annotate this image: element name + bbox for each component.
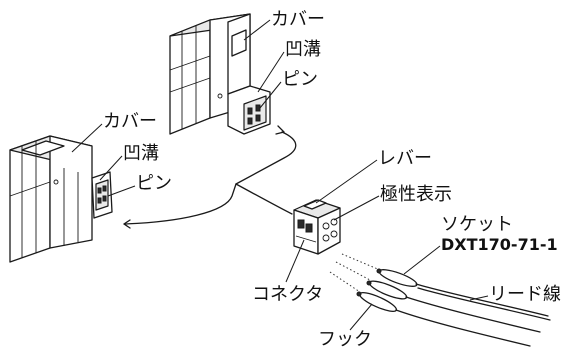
- socket-model-label: DXT170-71-1: [441, 235, 558, 254]
- left-unit: [9, 135, 113, 263]
- top-unit: [169, 13, 271, 135]
- connector: [293, 199, 341, 255]
- socket-lead-wires: [329, 253, 551, 347]
- assembly-path: [123, 125, 297, 229]
- left-cover-label: カバー: [103, 111, 157, 132]
- top-cover-label: カバー: [271, 9, 325, 30]
- lead-wire-label: リード線: [489, 284, 561, 305]
- connector-label: コネクタ: [252, 284, 323, 305]
- polarity-mark-label: 極性表示: [380, 184, 452, 205]
- top-groove-label: 凹溝: [285, 39, 321, 60]
- hook-label: フック: [318, 329, 372, 350]
- socket-label: ソケット: [441, 214, 513, 235]
- left-pin-label: ピン: [136, 173, 172, 194]
- lever-label: レバー: [378, 148, 432, 169]
- left-groove-label: 凹溝: [123, 143, 159, 164]
- top-pin-label: ピン: [282, 69, 318, 90]
